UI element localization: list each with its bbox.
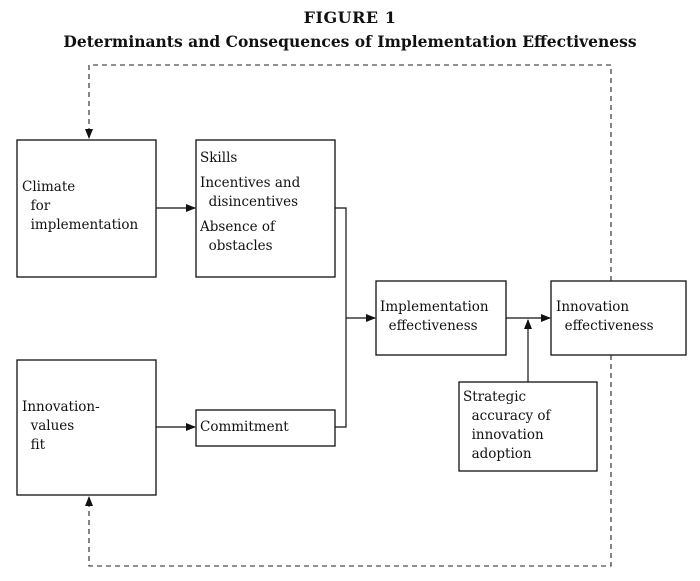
label-line: adoption bbox=[463, 446, 532, 462]
box-climate bbox=[16, 139, 157, 278]
box-innovation-effectiveness bbox=[550, 280, 687, 356]
label-implementation-effectiveness: Implementation effectiveness bbox=[380, 298, 489, 336]
label-line: fit bbox=[22, 437, 46, 453]
label-line: implementation bbox=[22, 217, 139, 233]
feedback-to-innovation-values-fit bbox=[85, 355, 612, 567]
label-line: Innovation bbox=[556, 299, 630, 315]
label-line: Climate bbox=[22, 179, 76, 195]
label-line: effectiveness bbox=[556, 318, 654, 334]
label-line: Strategic bbox=[463, 389, 527, 405]
label-innovation-effectiveness: Innovation effectiveness bbox=[556, 298, 654, 336]
label-line: values bbox=[22, 418, 75, 434]
label-line: Skills bbox=[200, 150, 238, 166]
label-line: for bbox=[22, 198, 51, 214]
box-innovation-values-fit bbox=[16, 359, 157, 496]
box-strategic-accuracy bbox=[458, 381, 598, 472]
label-climate: Climate for implementation bbox=[22, 178, 138, 235]
feedback-to-climate bbox=[85, 64, 612, 281]
label-determinants: Skills Incentives and disincentives Abse… bbox=[200, 149, 300, 256]
label-line: Incentives and bbox=[200, 175, 301, 191]
figure-title: Determinants and Consequences of Impleme… bbox=[63, 32, 637, 51]
label-line: accuracy of bbox=[463, 408, 551, 424]
label-line: Implementation bbox=[380, 299, 489, 315]
label-line: Absence of bbox=[200, 219, 275, 235]
label-line: obstacles bbox=[200, 238, 273, 254]
label-line: Commitment bbox=[200, 419, 289, 435]
label-line: Innovation- bbox=[22, 399, 100, 415]
figure-number: FIGURE 1 bbox=[303, 8, 397, 27]
box-commitment bbox=[195, 409, 336, 447]
label-commitment: Commitment bbox=[200, 418, 289, 437]
label-innovation-values-fit: Innovation- values fit bbox=[22, 398, 100, 455]
box-implementation-effectiveness bbox=[375, 280, 507, 356]
label-line: disincentives bbox=[200, 194, 299, 210]
label-line: innovation bbox=[463, 427, 544, 443]
label-line: effectiveness bbox=[380, 318, 478, 334]
bracket-connector bbox=[335, 207, 347, 428]
label-strategic-accuracy: Strategic accuracy of innovation adoptio… bbox=[463, 388, 551, 464]
